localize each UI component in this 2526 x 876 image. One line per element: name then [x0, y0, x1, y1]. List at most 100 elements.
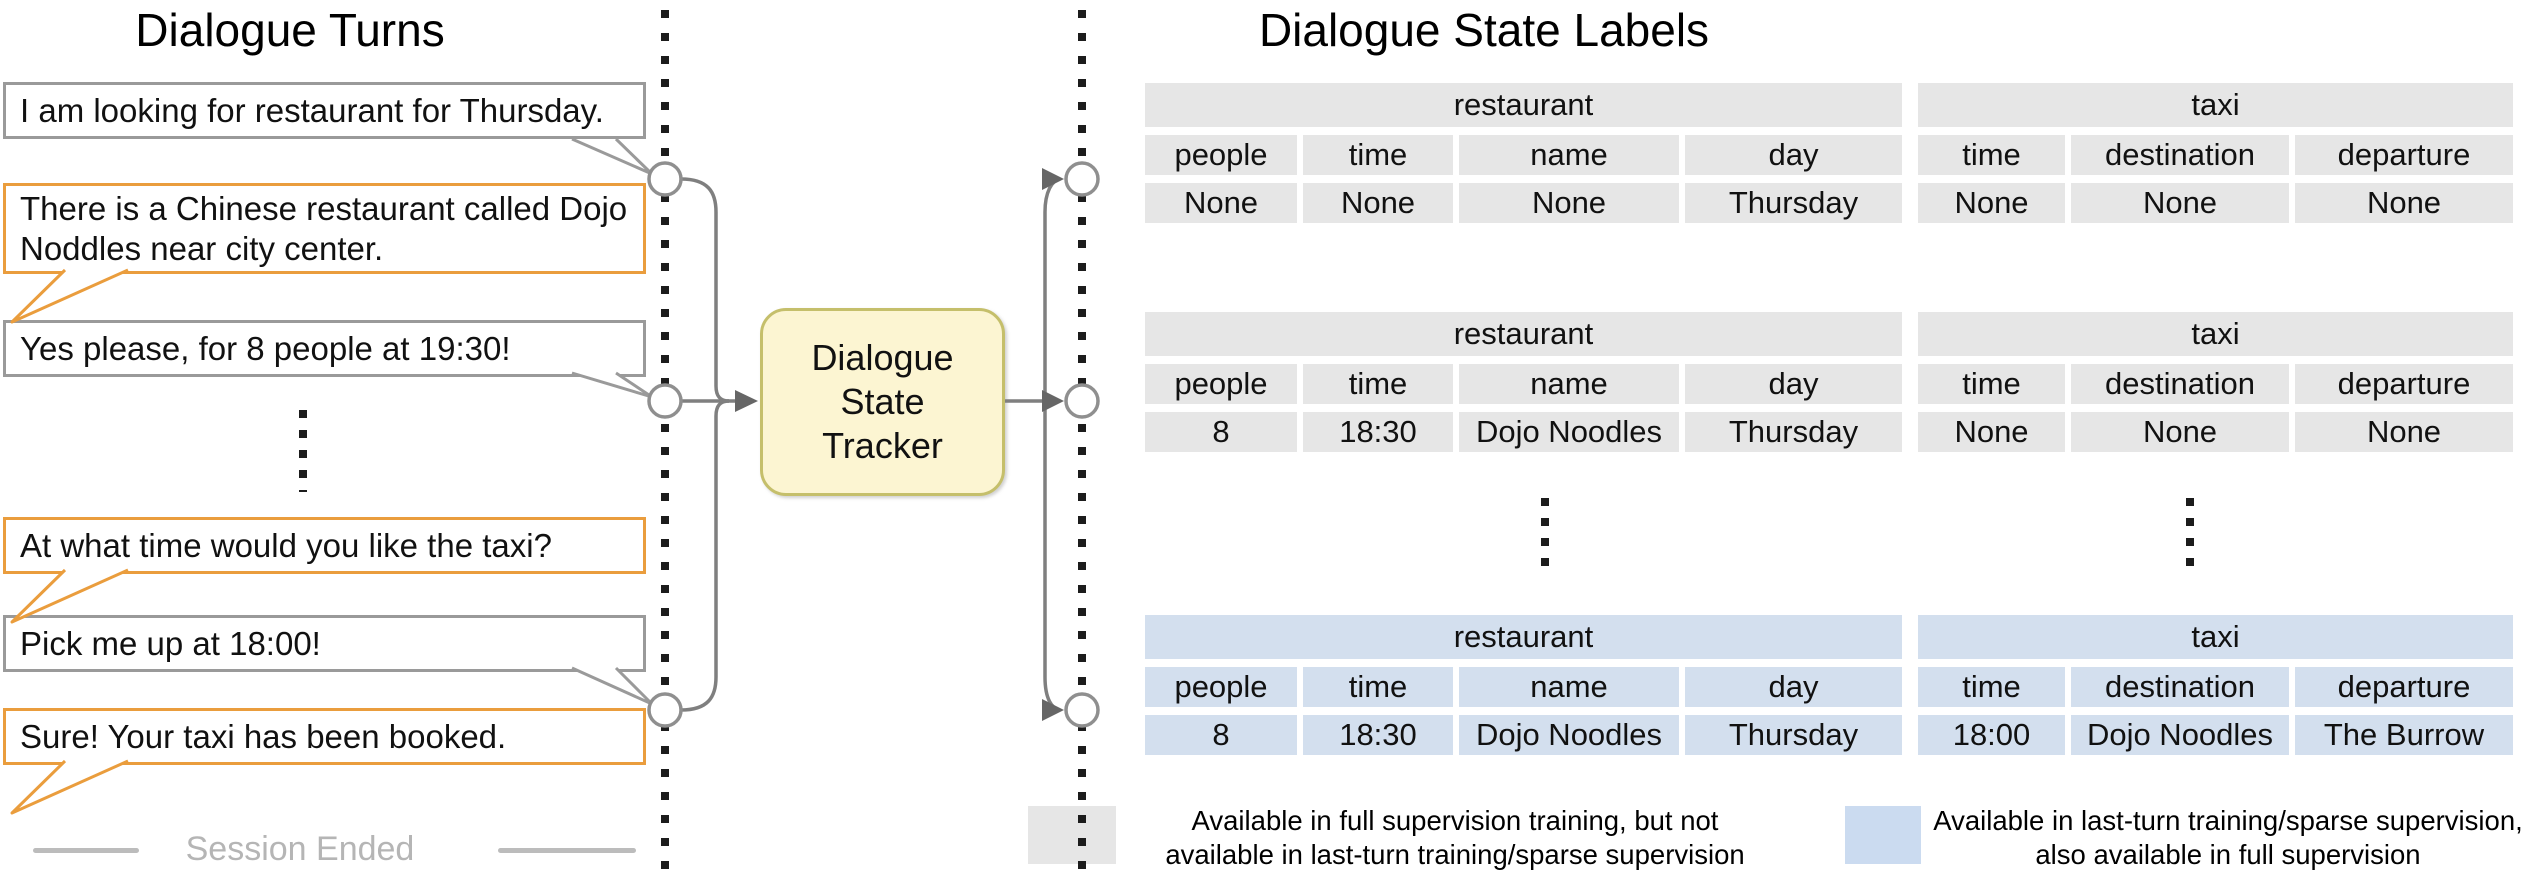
slot-header: day [1685, 364, 1902, 404]
legend-text-last-turn-supervision: Available in last-turn training/sparse s… [1933, 805, 2523, 870]
slot-value: None [1303, 183, 1453, 223]
slot-header: destination [2071, 667, 2289, 707]
slot-value-row: None None None Thursday [1145, 183, 1902, 223]
session-ended-label: Session Ended [185, 830, 415, 868]
slot-header: people [1145, 364, 1297, 404]
slot-header: departure [2295, 667, 2513, 707]
dialogue-bubble-user-3: Pick me up at 18:00! [3, 615, 646, 672]
slot-value: None [1459, 183, 1679, 223]
slot-header-row: people time name day [1145, 135, 1902, 175]
slot-header: name [1459, 135, 1679, 175]
slot-value: Thursday [1685, 183, 1902, 223]
connector-tracker-to-state3 [1043, 401, 1061, 712]
dialogue-bubble-text: Pick me up at 18:00! [20, 624, 321, 662]
dialogue-bubble-text: Yes please, for 8 people at 19:30! [20, 329, 511, 367]
slot-value-row: 18:00 Dojo Noodles The Burrow [1918, 715, 2513, 755]
bubble-tail-system-1 [10, 268, 129, 324]
slot-value: Thursday [1685, 715, 1902, 755]
slot-header: time [1303, 135, 1453, 175]
state-group-last-turn: restaurant people time name day 8 18:30 … [1145, 615, 2513, 763]
dialogue-bubble-text: Sure! Your taxi has been booked. [20, 717, 507, 755]
turn-node-left-3 [647, 692, 683, 728]
restaurant-table: restaurant people time name day 8 18:30 … [1145, 312, 1902, 460]
slot-header: departure [2295, 135, 2513, 175]
state-node-right-2 [1064, 383, 1100, 419]
slot-value-row: None None None [1918, 183, 2513, 223]
slot-header: time [1918, 135, 2065, 175]
domain-header: restaurant [1145, 312, 1902, 356]
tracker-label-line: Dialogue [811, 337, 954, 378]
slot-value: Dojo Noodles [1459, 412, 1679, 452]
bubble-tail-user-3 [571, 666, 654, 706]
slot-value: 8 [1145, 412, 1297, 452]
slot-value-row: 8 18:30 Dojo Noodles Thursday [1145, 715, 1902, 755]
legend-swatch-gray [1028, 806, 1116, 864]
dialogue-bubble-text: There is a Chinese restaurant called Doj… [20, 189, 628, 267]
state-node-right-3 [1064, 692, 1100, 728]
slot-header-row: time destination departure [1918, 364, 2513, 404]
legend-text-full-supervision: Available in full supervision training, … [1165, 805, 1745, 870]
slot-value-row: 8 18:30 Dojo Noodles Thursday [1145, 412, 1902, 452]
arrowhead-state2 [1042, 390, 1064, 412]
slot-header: day [1685, 135, 1902, 175]
dialogue-bubble-text: At what time would you like the taxi? [20, 526, 552, 564]
slot-header: destination [2071, 135, 2289, 175]
dialogue-turns-title: Dialogue Turns [135, 4, 445, 56]
slot-header: time [1918, 364, 2065, 404]
slot-value: None [1918, 412, 2065, 452]
taxi-table: taxi time destination departure None Non… [1918, 312, 2513, 460]
slot-value: Dojo Noodles [2071, 715, 2289, 755]
session-ended-line-left [33, 848, 139, 853]
domain-header: taxi [1918, 312, 2513, 356]
arrowhead-into-tracker [735, 390, 758, 412]
dialogue-state-labels-title: Dialogue State Labels [1258, 4, 1710, 56]
slot-value: The Burrow [2295, 715, 2513, 755]
connector-turn1-to-tracker [680, 177, 730, 403]
slot-header: departure [2295, 364, 2513, 404]
slot-value: 8 [1145, 715, 1297, 755]
taxi-table: taxi time destination departure None Non… [1918, 83, 2513, 231]
slot-header: day [1685, 667, 1902, 707]
slot-value: 18:30 [1303, 715, 1453, 755]
slot-value: None [2071, 183, 2289, 223]
domain-header: restaurant [1145, 615, 1902, 659]
bubble-tail-user-1 [571, 137, 654, 176]
turn-node-left-2 [647, 383, 683, 419]
connector-tracker-to-state1 [1043, 177, 1061, 401]
slot-header: time [1303, 667, 1453, 707]
session-ended-line-right [498, 848, 636, 853]
dialogue-bubble-text: I am looking for restaurant for Thursday… [20, 91, 604, 129]
slot-header-row: time destination departure [1918, 667, 2513, 707]
dialogue-bubble-system-2: At what time would you like the taxi? [3, 517, 646, 574]
slot-header: name [1459, 364, 1679, 404]
restaurant-table: restaurant people time name day None Non… [1145, 83, 1902, 231]
slot-header: people [1145, 135, 1297, 175]
tracker-label-line: Tracker [822, 425, 943, 466]
slot-value-row: None None None [1918, 412, 2513, 452]
slot-value: None [2295, 412, 2513, 452]
tracker-label-line: State [840, 381, 925, 422]
slot-value: Thursday [1685, 412, 1902, 452]
slot-value: Dojo Noodles [1459, 715, 1679, 755]
dialogue-bubble-system-1: There is a Chinese restaurant called Doj… [3, 183, 646, 274]
taxi-table: taxi time destination departure 18:00 Do… [1918, 615, 2513, 763]
restaurant-table: restaurant people time name day 8 18:30 … [1145, 615, 1902, 763]
slot-header-row: people time name day [1145, 364, 1902, 404]
slot-header-row: time destination departure [1918, 135, 2513, 175]
bubble-tail-system-3 [10, 759, 129, 815]
slot-value: None [1145, 183, 1297, 223]
state-group-turn2: restaurant people time name day 8 18:30 … [1145, 312, 2513, 460]
arrowhead-state1 [1042, 168, 1064, 190]
state-group-turn1: restaurant people time name day None Non… [1145, 83, 2513, 231]
dialogue-bubble-user-2: Yes please, for 8 people at 19:30! [3, 320, 646, 377]
slot-header: time [1918, 667, 2065, 707]
domain-header: taxi [1918, 83, 2513, 127]
dialogue-bubble-user-1: I am looking for restaurant for Thursday… [3, 82, 646, 139]
slot-value: 18:30 [1303, 412, 1453, 452]
slot-header: destination [2071, 364, 2289, 404]
connector-turn3-to-tracker [680, 399, 730, 712]
domain-header: taxi [1918, 615, 2513, 659]
slot-value: None [2071, 412, 2289, 452]
slot-value: None [2295, 183, 2513, 223]
